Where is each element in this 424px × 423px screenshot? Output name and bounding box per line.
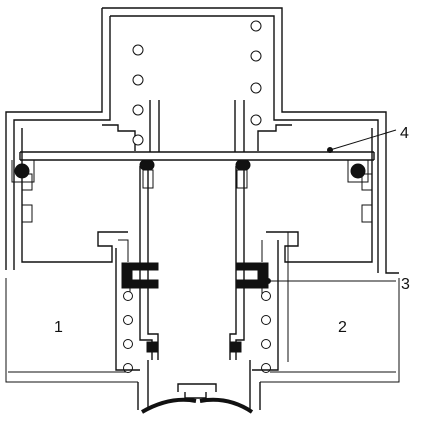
bottom-outlet xyxy=(137,360,261,414)
valve-stem-left xyxy=(139,159,159,360)
edge-seal-right xyxy=(347,160,369,183)
port-label-2: 2 xyxy=(338,319,347,336)
callout-label-4: 4 xyxy=(400,125,409,142)
valve-seat-left xyxy=(118,239,159,296)
port-label-1: 1 xyxy=(54,319,63,336)
valve-seat-right xyxy=(235,240,269,296)
lower-spring-coils-left xyxy=(123,291,133,373)
lower-spring-coils-right xyxy=(261,291,271,373)
valve-stem-right xyxy=(229,159,251,360)
callout-leader-3 xyxy=(265,278,396,284)
inner-chamber-walls xyxy=(115,232,289,371)
housing-outer-wall xyxy=(5,7,400,383)
diaphragm-plate xyxy=(19,100,375,161)
upper-spring-coils xyxy=(132,20,262,146)
callout-label-3: 3 xyxy=(401,276,410,293)
edge-seal-left xyxy=(11,160,35,183)
housing-inner-steps xyxy=(21,124,373,263)
callout-leader-4 xyxy=(327,129,397,153)
